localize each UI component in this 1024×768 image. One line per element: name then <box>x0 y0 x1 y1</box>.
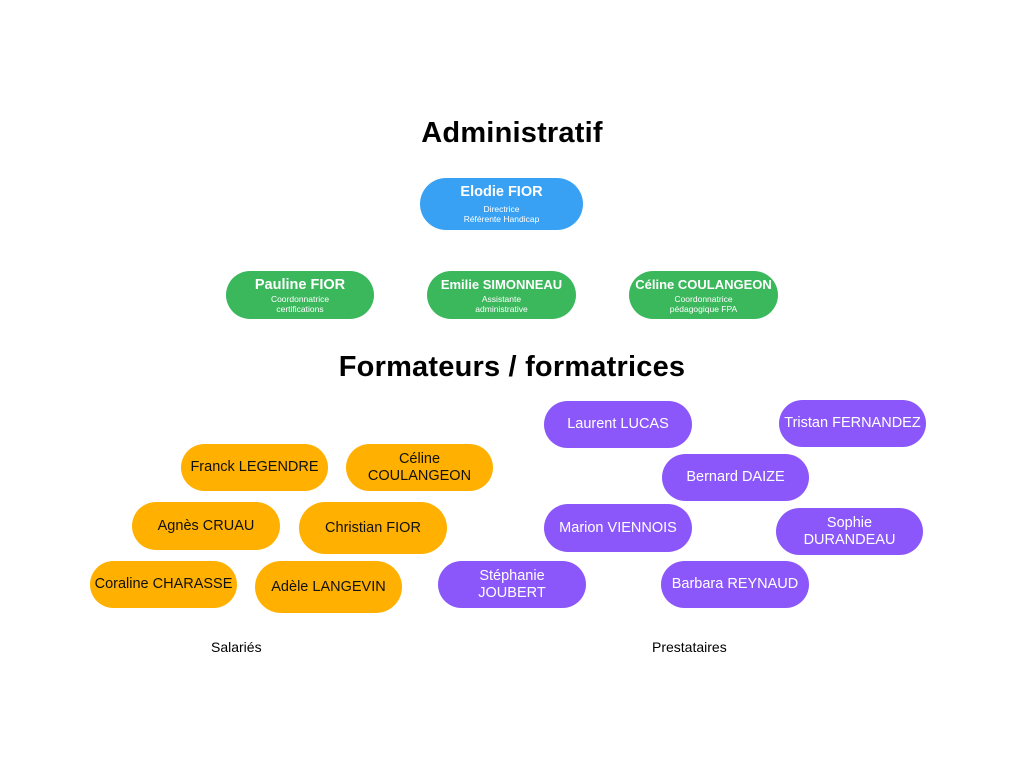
prestataire-name: Stéphanie <box>479 567 545 584</box>
salarie-node: Agnès CRUAU <box>132 502 280 550</box>
prestataire-name: Barbara REYNAUD <box>671 576 799 592</box>
prestataire-node: Stéphanie JOUBERT <box>438 561 586 608</box>
salarie-node: Christian FIOR <box>299 502 447 554</box>
prestataire-name: JOUBERT <box>478 584 546 601</box>
admin-node-emilie: Emilie SIMONNEAU Assistante administrati… <box>427 271 576 319</box>
prestataire-name: Laurent LUCAS <box>567 416 669 432</box>
prestataire-node: Barbara REYNAUD <box>661 561 809 608</box>
salarie-name: Franck LEGENDRE <box>190 459 319 475</box>
admin-node-celine: Céline COULANGEON Coordonnatrice pédagog… <box>629 271 778 319</box>
admin-name: Pauline FIOR <box>254 276 346 293</box>
prestataire-name: Tristan FERNANDEZ <box>784 415 921 431</box>
director-node: Elodie FIOR Directrice Référente Handica… <box>420 178 583 230</box>
prestataire-node: Marion VIENNOIS <box>544 504 692 552</box>
salarie-name: Adèle LANGEVIN <box>271 578 386 595</box>
admin-role: Coordonnatrice <box>674 293 733 304</box>
admin-section-title: Administratif <box>421 117 603 149</box>
prestataire-name: Sophie <box>826 514 873 531</box>
admin-name: Emilie SIMONNEAU <box>440 276 563 292</box>
prestataires-caption: Prestataires <box>652 639 727 655</box>
admin-name: Céline COULANGEON <box>635 276 772 292</box>
prestataire-name: Bernard DAIZE <box>686 469 785 485</box>
prestataire-node: Bernard DAIZE <box>662 454 809 501</box>
director-role: Référente Handicap <box>463 214 540 224</box>
prestataire-node: Laurent LUCAS <box>544 401 692 448</box>
admin-role: administrative <box>475 303 528 314</box>
salarie-node: Céline COULANGEON <box>346 444 493 491</box>
admin-role: certifications <box>276 303 324 314</box>
salarie-node: Adèle LANGEVIN <box>255 561 402 613</box>
salarie-name: Céline <box>398 450 441 467</box>
admin-node-pauline: Pauline FIOR Coordonnatrice certificatio… <box>226 271 374 319</box>
salarie-node: Coraline CHARASSE <box>90 561 237 608</box>
admin-role: pédagogique FPA <box>669 303 738 314</box>
salarie-node: Franck LEGENDRE <box>181 444 328 491</box>
prestataire-name: DURANDEAU <box>803 531 896 548</box>
trainers-section-title: Formateurs / formatrices <box>338 351 686 383</box>
director-role: Directrice <box>483 204 520 214</box>
admin-role: Assistante <box>481 293 522 304</box>
admin-role: Coordonnatrice <box>270 293 330 304</box>
prestataire-name: Marion VIENNOIS <box>559 519 677 536</box>
salarie-name: Coraline CHARASSE <box>94 576 233 592</box>
prestataire-node: Tristan FERNANDEZ <box>779 400 926 447</box>
prestataire-node: Sophie DURANDEAU <box>776 508 923 555</box>
salarie-name: COULANGEON <box>367 467 472 484</box>
salarie-name: Agnès CRUAU <box>157 517 255 534</box>
director-name: Elodie FIOR <box>460 184 543 200</box>
salaries-caption: Salariés <box>211 639 262 655</box>
salarie-name: Christian FIOR <box>325 519 421 536</box>
